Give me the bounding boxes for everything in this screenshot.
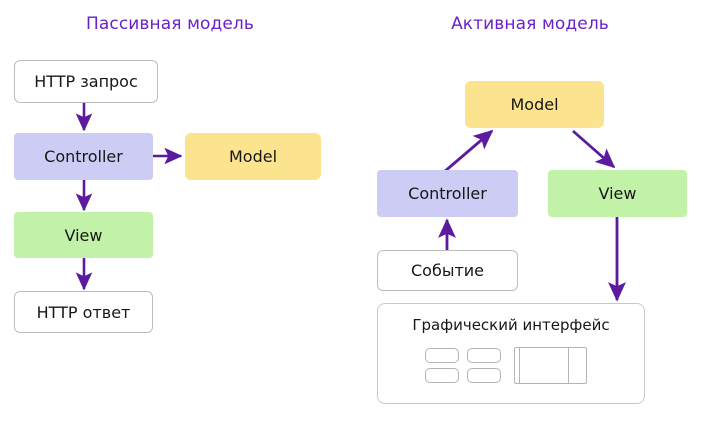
node-http-response[interactable]: HTTP ответ <box>14 291 153 333</box>
node-view-active[interactable]: View <box>548 170 687 217</box>
gui-button-grid <box>425 348 501 383</box>
arrow-controller-to-model-active <box>443 129 494 174</box>
gui-widget-row <box>425 347 587 384</box>
active-model-title: Активная модель <box>451 14 609 34</box>
node-controller-passive[interactable]: Controller <box>14 133 153 180</box>
gui-button-2[interactable] <box>467 348 501 363</box>
gui-panel[interactable]: Графический интерфейс <box>377 303 645 404</box>
gui-button-4[interactable] <box>467 368 501 383</box>
gui-button-1[interactable] <box>425 348 459 363</box>
passive-model-title: Пассивная модель <box>85 14 255 34</box>
node-event[interactable]: Событие <box>377 250 518 291</box>
node-http-request[interactable]: HTTP запрос <box>14 60 158 103</box>
gui-list-sidepane[interactable] <box>569 348 586 383</box>
gui-panel-title: Графический интерфейс <box>412 316 610 334</box>
gui-list-content[interactable] <box>520 348 569 383</box>
node-view-passive[interactable]: View <box>14 212 153 258</box>
node-controller-active[interactable]: Controller <box>377 170 518 217</box>
gui-button-3[interactable] <box>425 368 459 383</box>
gui-list-widget[interactable] <box>514 347 587 384</box>
arrow-model-to-view-active <box>572 129 616 169</box>
node-model-active[interactable]: Model <box>465 81 604 128</box>
node-model-passive[interactable]: Model <box>185 133 321 180</box>
gui-list-scrollbar[interactable] <box>515 348 520 383</box>
